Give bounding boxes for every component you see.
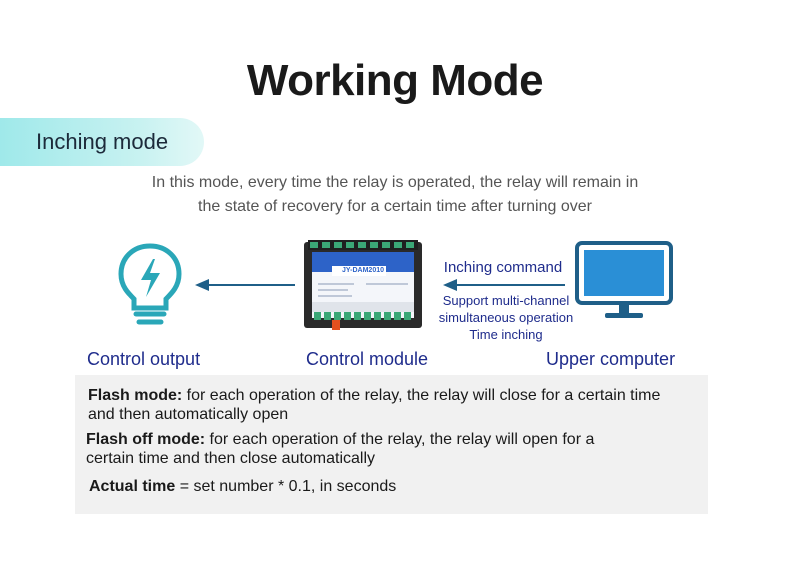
command-title: Inching command bbox=[443, 259, 563, 276]
flash-mode-text-1: for each operation of the relay, the rel… bbox=[182, 387, 661, 404]
actual-time-line: Actual time = set number * 0.1, in secon… bbox=[89, 477, 396, 496]
description-line-2: the state of recovery for a certain time… bbox=[198, 198, 592, 215]
command-line-3: Time inching bbox=[469, 327, 543, 342]
upper-computer-label: Upper computer bbox=[546, 349, 676, 369]
mode-description: In this mode, every time the relay is op… bbox=[95, 171, 695, 219]
actual-time-term: Actual time bbox=[89, 478, 176, 495]
flash-off-line-1: Flash off mode: for each operation of th… bbox=[86, 430, 594, 449]
control-module-label: Control module bbox=[306, 349, 429, 369]
arrow-left-icon bbox=[195, 278, 295, 297]
arrow-left-icon-2 bbox=[443, 278, 565, 297]
device-label: JY-DAM2010 bbox=[341, 267, 385, 274]
bulb-icon bbox=[115, 242, 185, 335]
actual-time-text: = set number * 0.1, in seconds bbox=[175, 478, 397, 495]
flash-mode-text-2: and then automatically open bbox=[88, 406, 289, 423]
mode-label: Inching mode bbox=[36, 129, 169, 154]
flash-off-text-2: certain time and then close automaticall… bbox=[86, 450, 376, 467]
control-output-label: Control output bbox=[87, 349, 201, 369]
flash-off-text-1: for each operation of the relay, the rel… bbox=[205, 431, 595, 448]
description-line-1: In this mode, every time the relay is op… bbox=[151, 174, 639, 191]
command-details: Support multi-channel simultaneous opera… bbox=[426, 292, 586, 343]
flash-off-term: Flash off mode: bbox=[86, 431, 206, 448]
info-box: Flash mode: for each operation of the re… bbox=[75, 375, 708, 514]
command-line-2: simultaneous operation bbox=[438, 310, 574, 325]
control-module-device: JY-DAM2010 bbox=[304, 240, 422, 337]
command-line-1: Support multi-channel bbox=[442, 293, 570, 308]
flash-mode-line-1: Flash mode: for each operation of the re… bbox=[88, 386, 660, 405]
mode-pill: Inching mode bbox=[0, 118, 204, 166]
flash-mode-term: Flash mode: bbox=[88, 387, 183, 404]
monitor-icon bbox=[575, 241, 673, 326]
page-title: Working Mode bbox=[246, 56, 544, 105]
